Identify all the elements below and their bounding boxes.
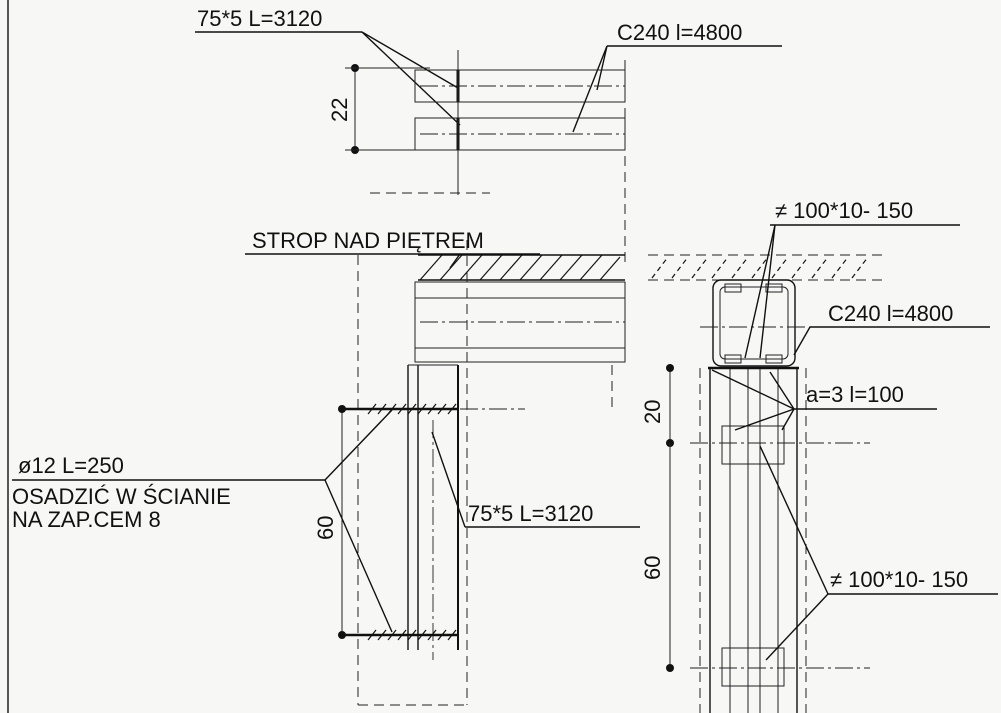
leader-plate-bottom-2 <box>765 593 829 661</box>
leader-angle-top-2 <box>361 31 461 126</box>
leader-channel-right <box>793 326 811 356</box>
label-channel-top: C240 l=4800 <box>617 20 742 45</box>
leader-channel-top-2 <box>572 45 608 133</box>
dim-20-tick-top <box>666 364 674 372</box>
right-slab-hatch <box>651 256 869 279</box>
channel-section-inner <box>719 286 789 360</box>
label-weld: a=3 l=100 <box>806 382 904 407</box>
slab-hatch <box>419 254 621 281</box>
leader-channel-top-1 <box>596 45 608 91</box>
leader-angle-mid <box>431 431 466 528</box>
anchor-rods: 60 ø12 L=250 OSADZIĆ W ŚCIANIE NA ZAP.CE… <box>12 403 640 641</box>
rod-lower-hatch <box>367 629 457 641</box>
plate-top-left <box>724 283 742 293</box>
label-plate-top: ≠ 100*10- 150 <box>775 198 913 223</box>
leader-weld-1 <box>711 369 795 410</box>
label-plate-bottom: ≠ 100*10- 150 <box>830 567 968 592</box>
channel-section-outer <box>712 279 796 367</box>
leader-rod-lower <box>324 479 393 633</box>
batten-plate-lower <box>721 647 785 687</box>
leader-plate-top-2 <box>759 224 776 359</box>
batten-plate-upper <box>721 425 785 465</box>
leader-rod-upper <box>324 409 393 481</box>
leader-angle-top-1 <box>361 31 459 89</box>
leader-plate-bottom-1 <box>759 445 829 595</box>
dim-60-left-tick-top <box>338 405 346 413</box>
label-strop: STROP NAD PIĘTREM <box>252 228 484 253</box>
top-detail: 75*5 L=3120 C240 l=4800 22 <box>195 6 782 265</box>
dim-20-label: 20 <box>640 400 665 424</box>
leader-plate-top-1 <box>744 224 776 359</box>
dim-22-label: 22 <box>327 98 352 122</box>
plate-top-right <box>765 283 783 293</box>
dim-60-left-tick-bottom <box>338 631 346 639</box>
label-angle-top: 75*5 L=3120 <box>197 6 322 31</box>
leader-weld-3 <box>781 408 795 431</box>
label-channel-right: C240 l=4800 <box>828 301 953 326</box>
plate-bottom-left <box>724 354 742 364</box>
leader-strop <box>449 253 461 269</box>
plate-bottom-right <box>765 354 783 364</box>
dim-60-right-label: 60 <box>640 556 665 580</box>
dim-60-right-tick-bottom <box>666 664 674 672</box>
right-section: ≠ 100*10- 150 C240 l=4800 20 60 <box>640 198 998 713</box>
label-osadzic-1: OSADZIĆ W ŚCIANIE <box>12 484 231 509</box>
label-angle-mid: 75*5 L=3120 <box>468 501 593 526</box>
label-rod: ø12 L=250 <box>18 453 124 478</box>
dim-60-left-label: 60 <box>313 516 338 540</box>
label-osadzic-2: NA ZAP.CEM 8 <box>12 507 161 532</box>
leader-weld-4 <box>769 371 795 410</box>
leader-weld-2 <box>734 408 795 431</box>
slab-section: STROP NAD PIĘTREM <box>245 228 626 706</box>
